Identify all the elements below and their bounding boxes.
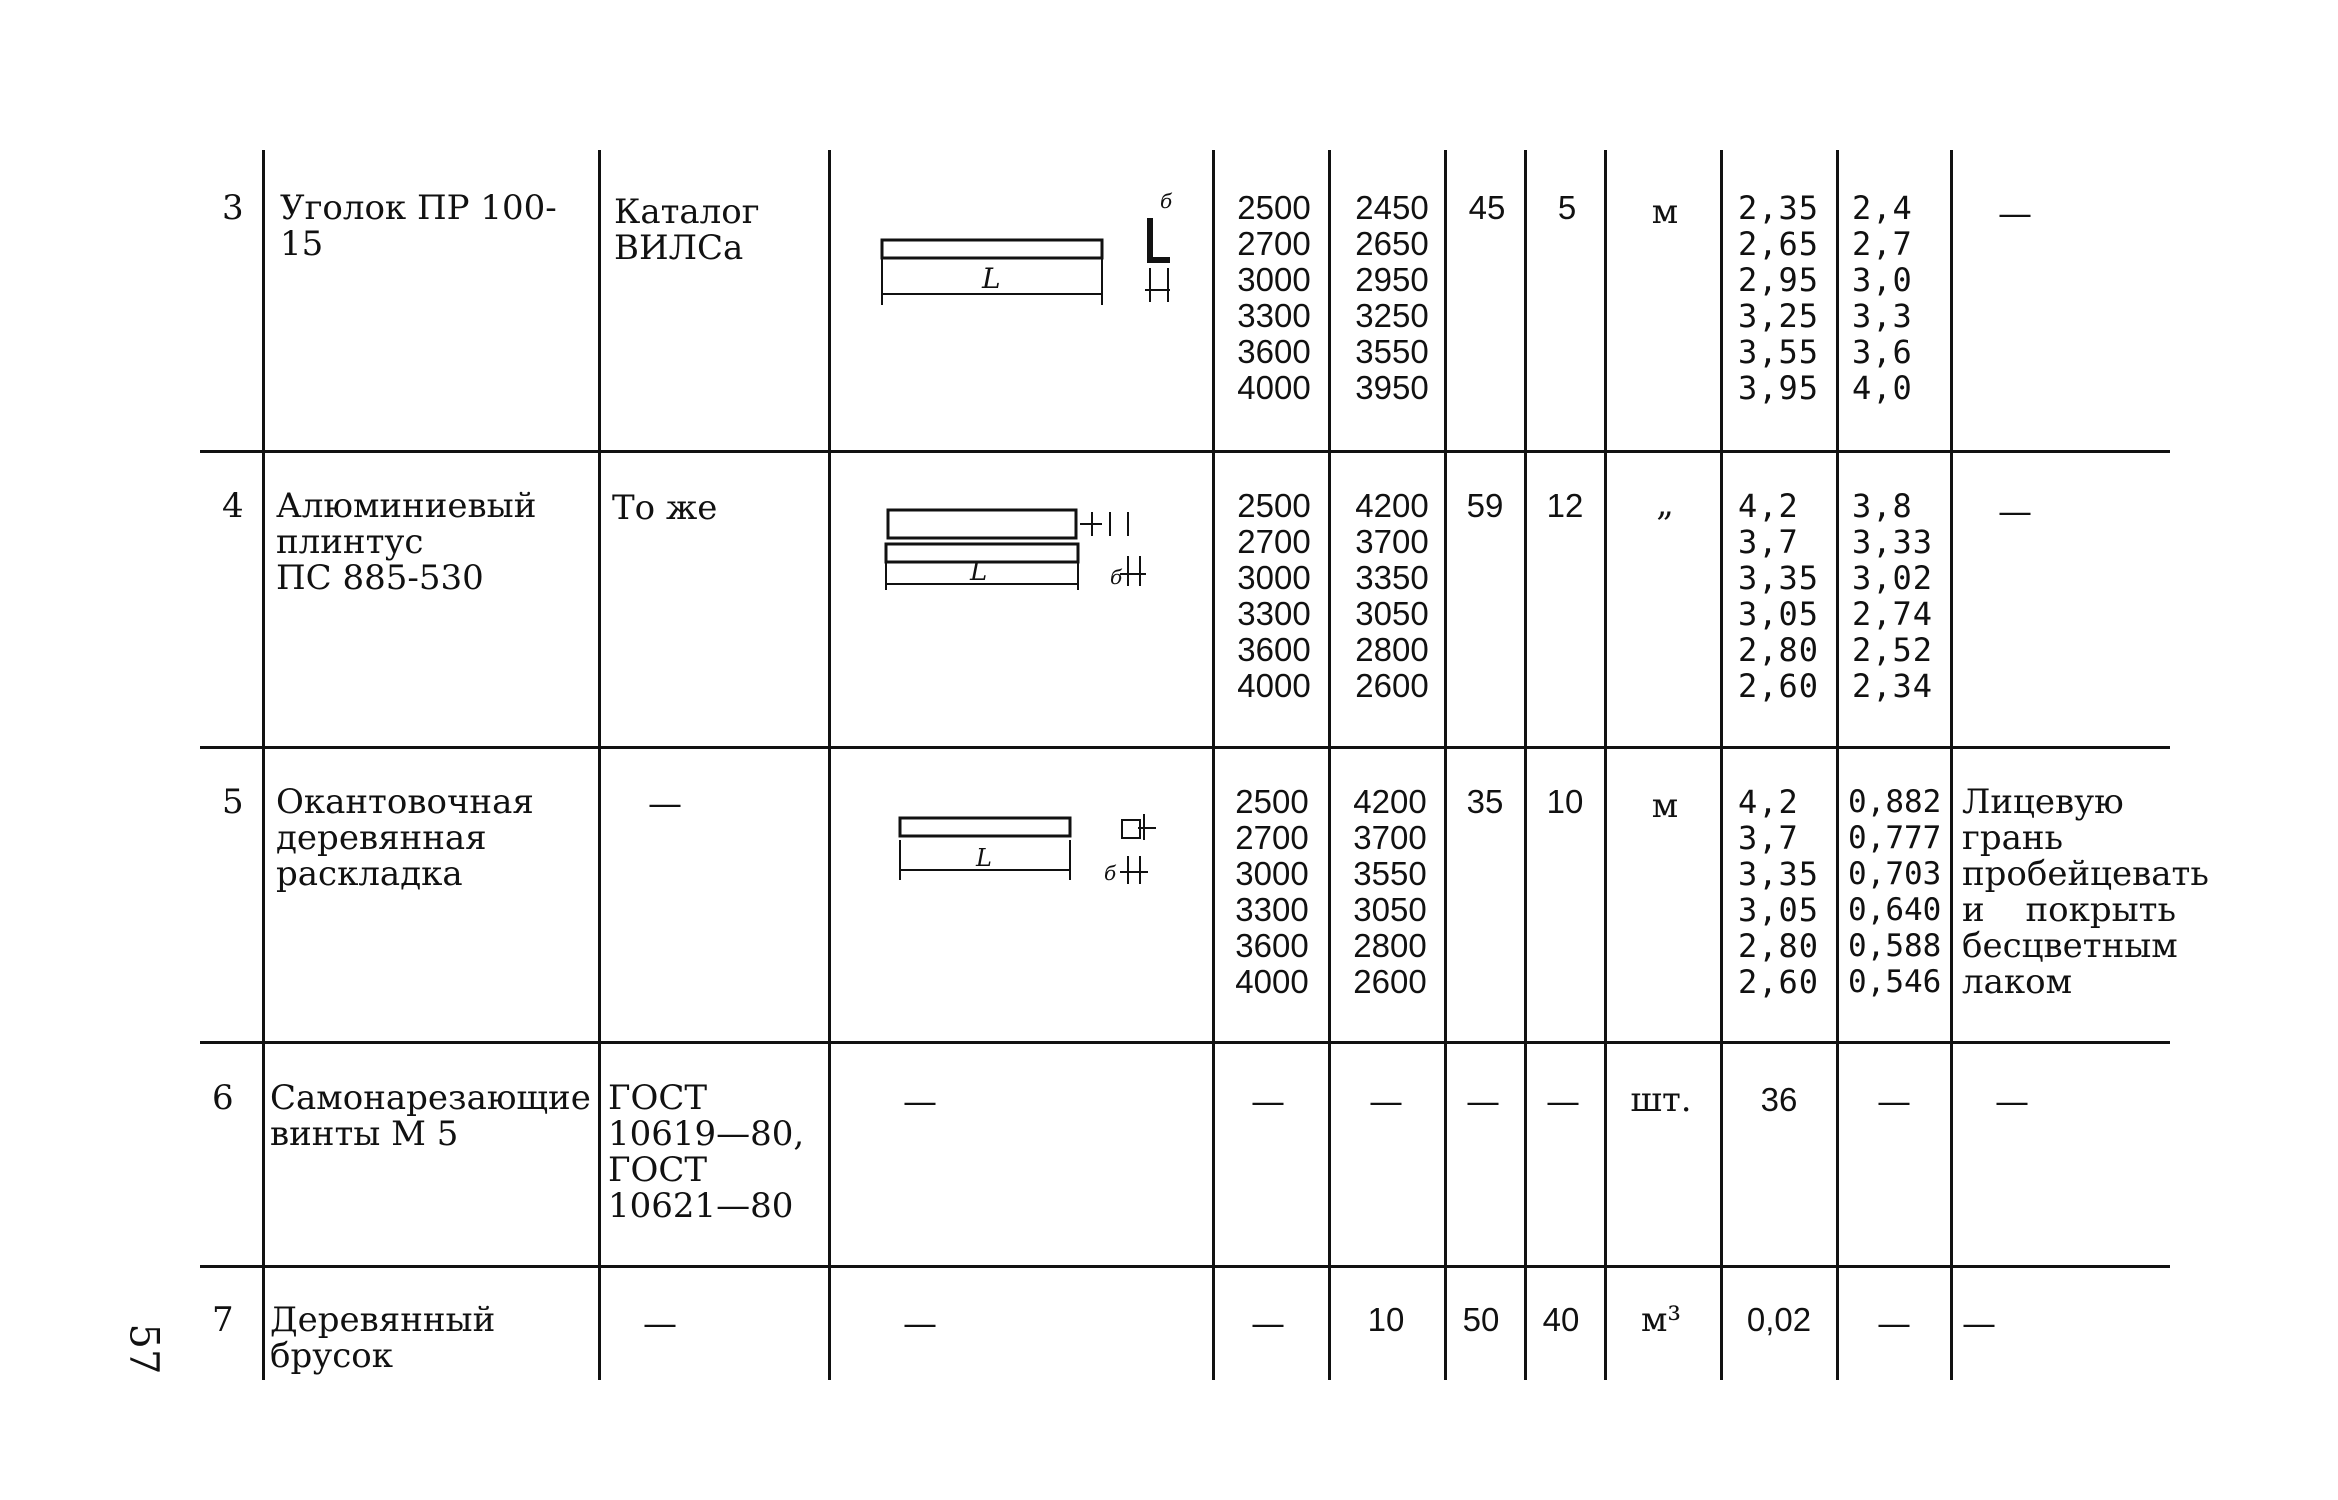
column-divider <box>598 150 601 1380</box>
column-divider <box>1444 150 1447 1380</box>
svg-text:L: L <box>975 844 992 872</box>
item-standard: То же <box>612 488 718 528</box>
sketch-dash: — <box>903 1304 937 1344</box>
row-number: 7 <box>212 1300 234 1340</box>
column-divider <box>828 150 831 1380</box>
column-divider <box>1524 150 1527 1380</box>
dimension-2: 40 <box>1542 1301 1580 1338</box>
dimension-1: 59 <box>1466 487 1504 524</box>
row-divider <box>200 450 2170 453</box>
item-name: Деревянный брусок <box>270 1300 496 1376</box>
svg-text:б: б <box>1104 861 1117 885</box>
note: — <box>1962 1304 1996 1344</box>
length-values-2: 4200 3700 3550 3050 2800 2600 <box>1353 783 1427 1000</box>
unit: м³ <box>1640 1300 1682 1340</box>
column-divider <box>1720 150 1723 1380</box>
length-values: — <box>1251 1304 1285 1344</box>
svg-text:L: L <box>981 262 1001 295</box>
quantity-values: 4,2 3,7 3,35 3,05 2,80 2,60 <box>1738 487 1820 705</box>
quantity-values-2: — <box>1877 1304 1911 1344</box>
dimension-1: 50 <box>1462 1301 1500 1338</box>
column-divider <box>1604 150 1607 1380</box>
item-name: Уголок ПР 100-15 <box>280 188 557 264</box>
item-standard: — <box>643 1304 677 1344</box>
quantity-values-2: — <box>1877 1082 1911 1122</box>
quantity-values: 4,2 3,7 3,35 3,05 2,80 2,60 <box>1738 783 1820 1001</box>
quantity-values-2: 0,882 0,777 0,703 0,640 0,588 0,546 <box>1848 784 1942 1000</box>
profile-sketch: L б <box>898 814 1156 885</box>
quantity-values: 0,02 <box>1746 1301 1812 1338</box>
row-number: 3 <box>222 188 244 228</box>
length-values: 2500 2700 3000 3300 3600 4000 <box>1237 487 1311 704</box>
row-divider <box>200 746 2170 749</box>
length-values-2: 4200 3700 3350 3050 2800 2600 <box>1355 487 1429 704</box>
note: — <box>1998 194 2032 234</box>
column-divider <box>1836 150 1839 1380</box>
column-divider <box>1950 150 1953 1380</box>
item-name: Окантовочная деревянная раскладка <box>276 782 534 894</box>
unit: „ <box>1656 484 1674 524</box>
dimension-2: 5 <box>1557 189 1577 226</box>
unit: м <box>1651 192 1679 232</box>
profile-sketch: L б <box>880 189 1173 305</box>
svg-text:б: б <box>1160 189 1173 213</box>
row-number: 4 <box>222 486 244 526</box>
length-values: 2500 2700 3000 3300 3600 4000 <box>1237 189 1311 406</box>
page-number: 57 <box>120 1323 167 1375</box>
dimension-2: — <box>1546 1082 1580 1122</box>
quantity-values: 36 <box>1760 1081 1798 1118</box>
unit: шт. <box>1630 1080 1692 1120</box>
length-values-2: — <box>1369 1082 1403 1122</box>
item-name: Самонарезающие винты М 5 <box>270 1078 591 1154</box>
quantity-values-2: 2,4 2,7 3,0 3,3 3,6 4,0 <box>1852 189 1913 407</box>
item-standard: ГОСТ 10619—80, ГОСТ 10621—80 <box>608 1078 805 1226</box>
dimension-1: 45 <box>1468 189 1506 226</box>
profile-sketch: L б <box>884 508 1146 590</box>
length-values: 2500 2700 3000 3300 3600 4000 <box>1235 783 1309 1000</box>
length-values-2: 10 <box>1367 1301 1405 1338</box>
note: Лицевую грань пробейцевать и покрыть бес… <box>1962 782 2209 1002</box>
dimension-1: 35 <box>1466 783 1504 820</box>
item-standard: — <box>648 784 682 824</box>
length-values-2: 2450 2650 2950 3250 3550 3950 <box>1355 189 1429 406</box>
length-values: — <box>1251 1082 1285 1122</box>
svg-text:б: б <box>1110 565 1123 589</box>
dimension-2: 12 <box>1546 487 1584 524</box>
item-standard: Каталог ВИЛСа <box>614 192 760 268</box>
column-divider <box>1212 150 1215 1380</box>
row-divider <box>200 1041 2170 1044</box>
row-divider <box>200 1265 2170 1268</box>
svg-text:L: L <box>969 557 987 587</box>
note: — <box>1998 492 2032 532</box>
column-divider <box>262 150 265 1380</box>
row-number: 5 <box>222 782 244 822</box>
sketch-dash: — <box>903 1082 937 1122</box>
note: — <box>1995 1082 2029 1122</box>
unit: м <box>1651 786 1679 826</box>
column-divider <box>1328 150 1331 1380</box>
quantity-values: 2,35 2,65 2,95 3,25 3,55 3,95 <box>1738 189 1820 407</box>
dimension-2: 10 <box>1546 783 1584 820</box>
item-name: Алюминиевый плинтус ПС 885-530 <box>276 486 537 598</box>
quantity-values-2: 3,8 3,33 3,02 2,74 2,52 2,34 <box>1852 487 1934 705</box>
dimension-1: — <box>1466 1082 1500 1122</box>
row-number: 6 <box>212 1078 234 1118</box>
